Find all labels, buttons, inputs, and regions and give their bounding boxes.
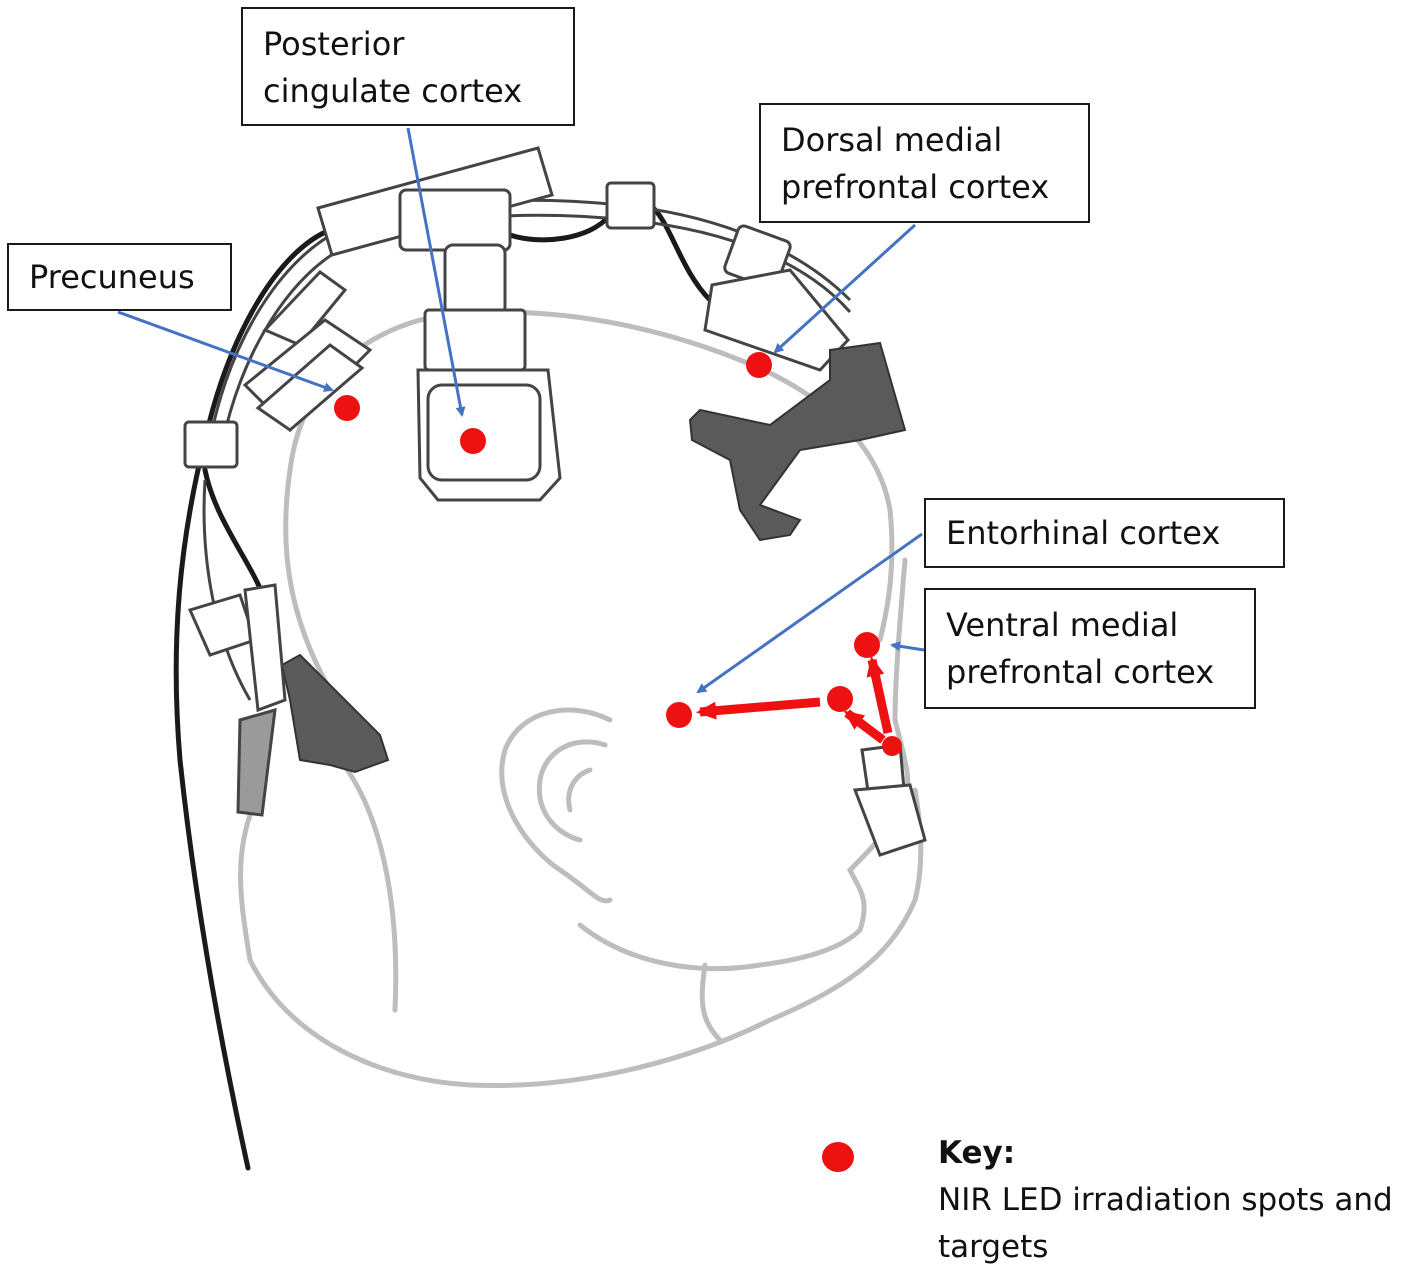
spot-ventral-2 (854, 632, 880, 658)
neck-line (699, 962, 723, 1043)
pointer-posterior-cingulate (406, 127, 466, 417)
rear-clip (187, 583, 287, 817)
top-cable (507, 212, 613, 243)
legend-key: Key: NIR LED irradiation spots and targe… (938, 1130, 1418, 1271)
label-posterior-cingulate-line-2: cingulate cortex (263, 72, 523, 110)
pointer-precuneus (117, 310, 334, 392)
label-dorsal-medial-line-1: Dorsal medial (781, 121, 1003, 159)
key-description: NIR LED irradiation spots and targets (938, 1182, 1393, 1265)
lower-cable (202, 467, 268, 603)
spot-ventral-1 (827, 686, 853, 712)
dorsal-clip (703, 224, 850, 372)
top-module (316, 146, 562, 502)
cable-joiners (183, 181, 656, 469)
spot-posterior-cingulate (460, 428, 486, 454)
label-dorsal-medial-line-2: prefrontal cortex (781, 168, 1050, 206)
label-posterior-cingulate-line-1: Posterior (263, 25, 405, 63)
temple-line (283, 467, 333, 693)
red-arrow-to-ventral-upper (866, 656, 893, 734)
pointer-entorhinal (696, 532, 923, 694)
precuneus-clip (242, 270, 373, 433)
neck-back-outline (238, 787, 924, 1089)
spot-precuneus (334, 395, 360, 421)
label-precuneus-line-1: Precuneus (29, 258, 195, 296)
jaw-line (577, 922, 763, 972)
forehead-clip (852, 743, 927, 857)
key-title: Key: (938, 1135, 1016, 1171)
red-arrow-to-ventral-lower (843, 709, 886, 744)
back-of-head-line (337, 757, 399, 1013)
label-posterior-cingulate-cortex: Posterior cingulate cortex (241, 7, 575, 126)
label-ventral-medial-prefrontal-cortex: Ventral medial prefrontal cortex (924, 588, 1256, 709)
key-spot-symbol (822, 1142, 854, 1172)
rear-pad (280, 653, 390, 774)
red-arrow-to-entorhinal (696, 697, 821, 720)
label-precuneus: Precuneus (7, 243, 232, 311)
dorsal-pad (688, 341, 907, 542)
spot-ventral-3 (882, 736, 902, 756)
label-dorsal-medial-prefrontal-cortex: Dorsal medial prefrontal cortex (759, 103, 1090, 223)
label-ventral-medial-line-1: Ventral medial (946, 606, 1179, 644)
ear (499, 707, 613, 904)
pointer-ventral-medial (890, 641, 925, 652)
pointer-dorsal-medial (773, 223, 917, 354)
main-cable (173, 227, 333, 1171)
dark-pads (280, 341, 907, 774)
irradiation-spots (334, 352, 902, 756)
label-ventral-medial-line-2: prefrontal cortex (946, 653, 1215, 691)
red-arrows (696, 656, 893, 744)
label-entorhinal-line-1: Entorhinal cortex (946, 514, 1221, 552)
spot-dorsal-medial (746, 352, 772, 378)
spot-entorhinal (666, 702, 692, 728)
label-entorhinal-cortex: Entorhinal cortex (924, 498, 1285, 568)
pointer-lines (117, 127, 925, 694)
